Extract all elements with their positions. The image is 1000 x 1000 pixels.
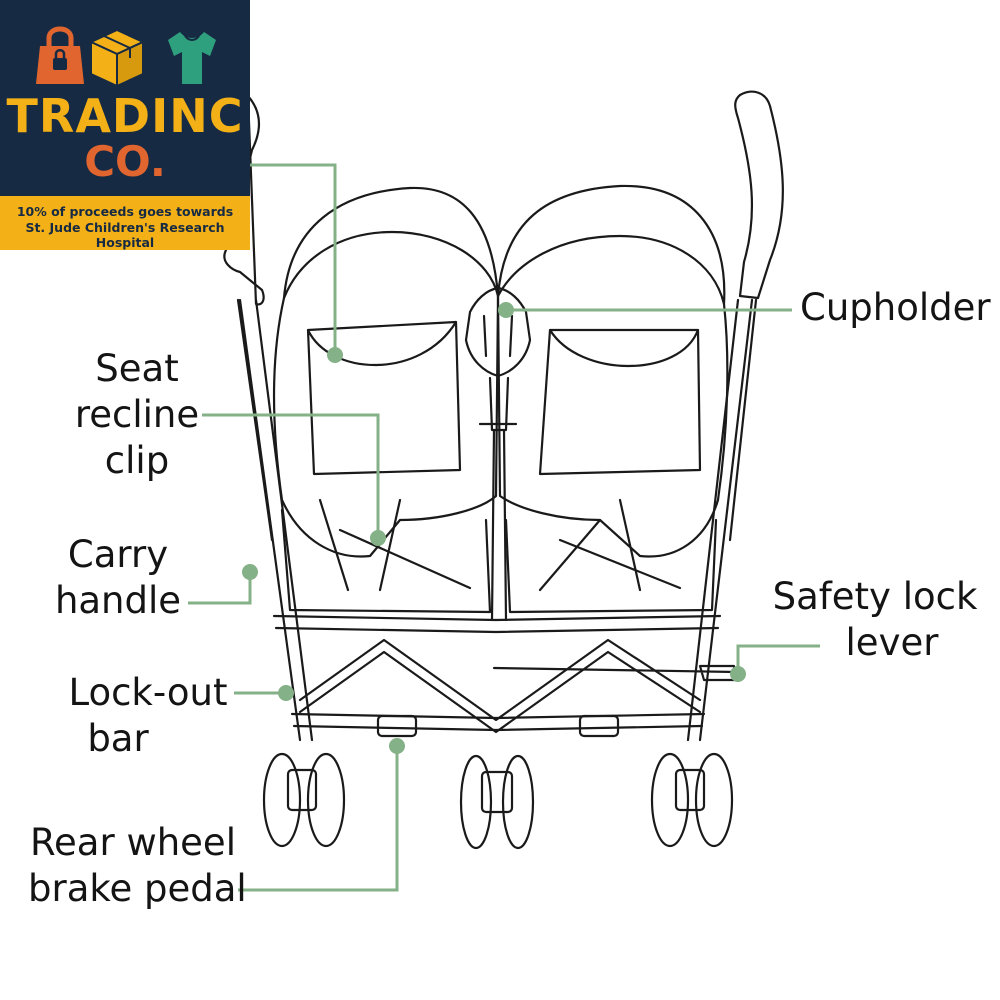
left-wheel-hub bbox=[286, 768, 318, 812]
right-wheel-2 bbox=[694, 752, 734, 848]
label-lock-out-line1: Lock-out bbox=[68, 671, 228, 714]
dot-pocket bbox=[327, 347, 343, 363]
label-lock-out-bar: Lock-out bar bbox=[56, 670, 240, 762]
label-carry-handle: Carry handle bbox=[50, 532, 186, 624]
shopping-bag-icon bbox=[36, 26, 84, 84]
left-brake-pedal-drawing bbox=[376, 714, 418, 738]
center-wheel-hub bbox=[480, 770, 514, 814]
left-wheel-2 bbox=[306, 752, 346, 848]
label-cupholder-line1: Cupholder bbox=[800, 286, 991, 329]
leader-pocket bbox=[250, 163, 337, 355]
label-carry-handle-line2: handle bbox=[54, 579, 182, 622]
dot-safety-lock bbox=[730, 666, 746, 682]
base-frame-top bbox=[272, 614, 722, 634]
dot-brake-pedal bbox=[389, 738, 405, 754]
tshirt-icon bbox=[168, 32, 216, 84]
label-seat-recline-line1: Seat bbox=[95, 347, 179, 390]
label-safety-lock-line2: lever bbox=[845, 621, 939, 664]
tagline-line1: 10% of proceeds goes towards bbox=[16, 204, 234, 219]
dot-cupholder bbox=[498, 302, 514, 318]
label-brake-pedal-line1: Rear wheel bbox=[30, 821, 236, 864]
label-brake-pedal-line2: brake pedal bbox=[28, 867, 247, 910]
right-wheel-hub bbox=[674, 768, 706, 812]
base-frame-bottom bbox=[290, 712, 706, 732]
right-storage-pocket bbox=[538, 328, 702, 476]
leader-seat-recline bbox=[202, 413, 380, 538]
center-wheel-2 bbox=[501, 754, 535, 850]
box-icon bbox=[88, 28, 146, 88]
left-canopy-body bbox=[272, 294, 500, 558]
left-seat bbox=[280, 498, 492, 614]
left-frame-rail bbox=[236, 298, 314, 742]
left-push-handle bbox=[223, 94, 265, 306]
label-rear-wheel-brake-pedal: Rear wheel brake pedal bbox=[28, 820, 247, 912]
badge-tagline-strip: 10% of proceeds goes towards St. Jude Ch… bbox=[0, 196, 250, 250]
label-cupholder: Cupholder bbox=[800, 285, 991, 331]
label-safety-lock-lever: Safety lock lever bbox=[772, 574, 978, 666]
label-safety-lock-line1: Safety lock bbox=[772, 575, 978, 618]
label-carry-handle-line1: Carry bbox=[67, 533, 169, 576]
label-lock-out-line2: bar bbox=[87, 717, 149, 760]
right-wheel-1 bbox=[650, 752, 690, 848]
leader-safety-lock bbox=[736, 644, 820, 674]
leader-carry-handle bbox=[188, 572, 252, 605]
right-canopy-body bbox=[496, 294, 729, 558]
brand-badge: TRADINC CO. 10% of proceeds goes towards… bbox=[0, 0, 250, 250]
cupholder-drawing bbox=[464, 286, 532, 432]
badge-icons bbox=[36, 26, 216, 88]
brand-name-line1: TRADINC bbox=[6, 89, 244, 143]
left-storage-pocket bbox=[306, 320, 462, 476]
brand-name-line2: CO. bbox=[84, 137, 166, 186]
left-canopy bbox=[282, 186, 500, 300]
safety-lock-lever-drawing bbox=[492, 664, 738, 682]
center-rod bbox=[490, 428, 508, 622]
right-canopy bbox=[496, 184, 726, 306]
right-seat bbox=[504, 498, 718, 614]
label-seat-recline-clip: Seat recline clip bbox=[62, 346, 212, 484]
tagline-line2: St. Jude Children's Research Hospital bbox=[25, 220, 225, 250]
label-seat-recline-line2: recline bbox=[74, 393, 200, 436]
base-frame-cross bbox=[298, 638, 702, 734]
right-push-handle bbox=[734, 90, 784, 300]
label-seat-recline-line3: clip bbox=[104, 439, 170, 482]
left-wheel-1 bbox=[262, 752, 302, 848]
leader-brake-pedal bbox=[238, 746, 399, 892]
dot-seat-recline bbox=[370, 530, 386, 546]
center-wheel-1 bbox=[459, 754, 493, 850]
dot-lock-out bbox=[278, 685, 294, 701]
right-brake-pedal-drawing bbox=[578, 714, 620, 738]
dot-carry-handle bbox=[242, 564, 258, 580]
